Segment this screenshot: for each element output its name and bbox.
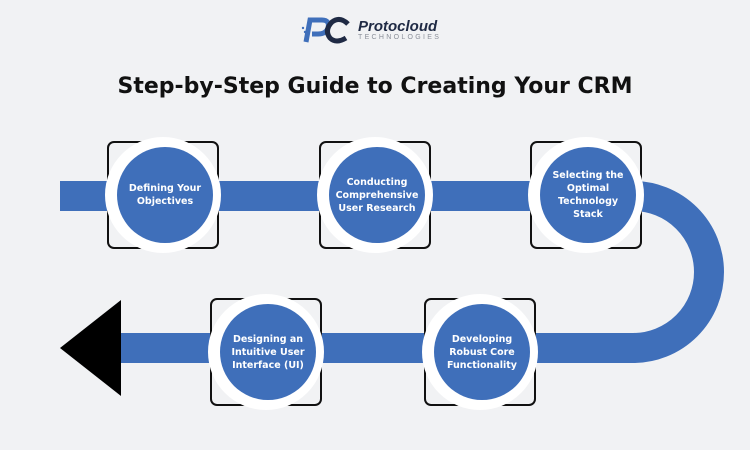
step-label: Designing an Intuitive User Interface (U…	[220, 304, 316, 400]
pc-logo-icon	[301, 16, 350, 44]
page-title: Step-by-Step Guide to Creating Your CRM	[117, 74, 633, 99]
flow-band	[60, 181, 724, 363]
brand-tagline: TECHNOLOGIES	[358, 34, 442, 41]
arrow-head-icon	[60, 300, 121, 396]
step-label: Developing Robust Core Functionality	[434, 304, 530, 400]
step-label: Selecting the Optimal Technology Stack	[540, 147, 636, 243]
brand-name: Protocloud	[358, 18, 438, 35]
step-3: Selecting the Optimal Technology Stack	[528, 137, 644, 253]
step-label: Conducting Comprehensive User Research	[329, 147, 425, 243]
step-2: Conducting Comprehensive User Research	[317, 137, 433, 253]
step-4: Developing Robust Core Functionality	[422, 294, 538, 410]
step-1: Defining Your Objectives	[105, 137, 221, 253]
logo: Protocloud TECHNOLOGIES	[300, 14, 441, 46]
step-5: Designing an Intuitive User Interface (U…	[208, 294, 324, 410]
step-label: Defining Your Objectives	[117, 147, 213, 243]
